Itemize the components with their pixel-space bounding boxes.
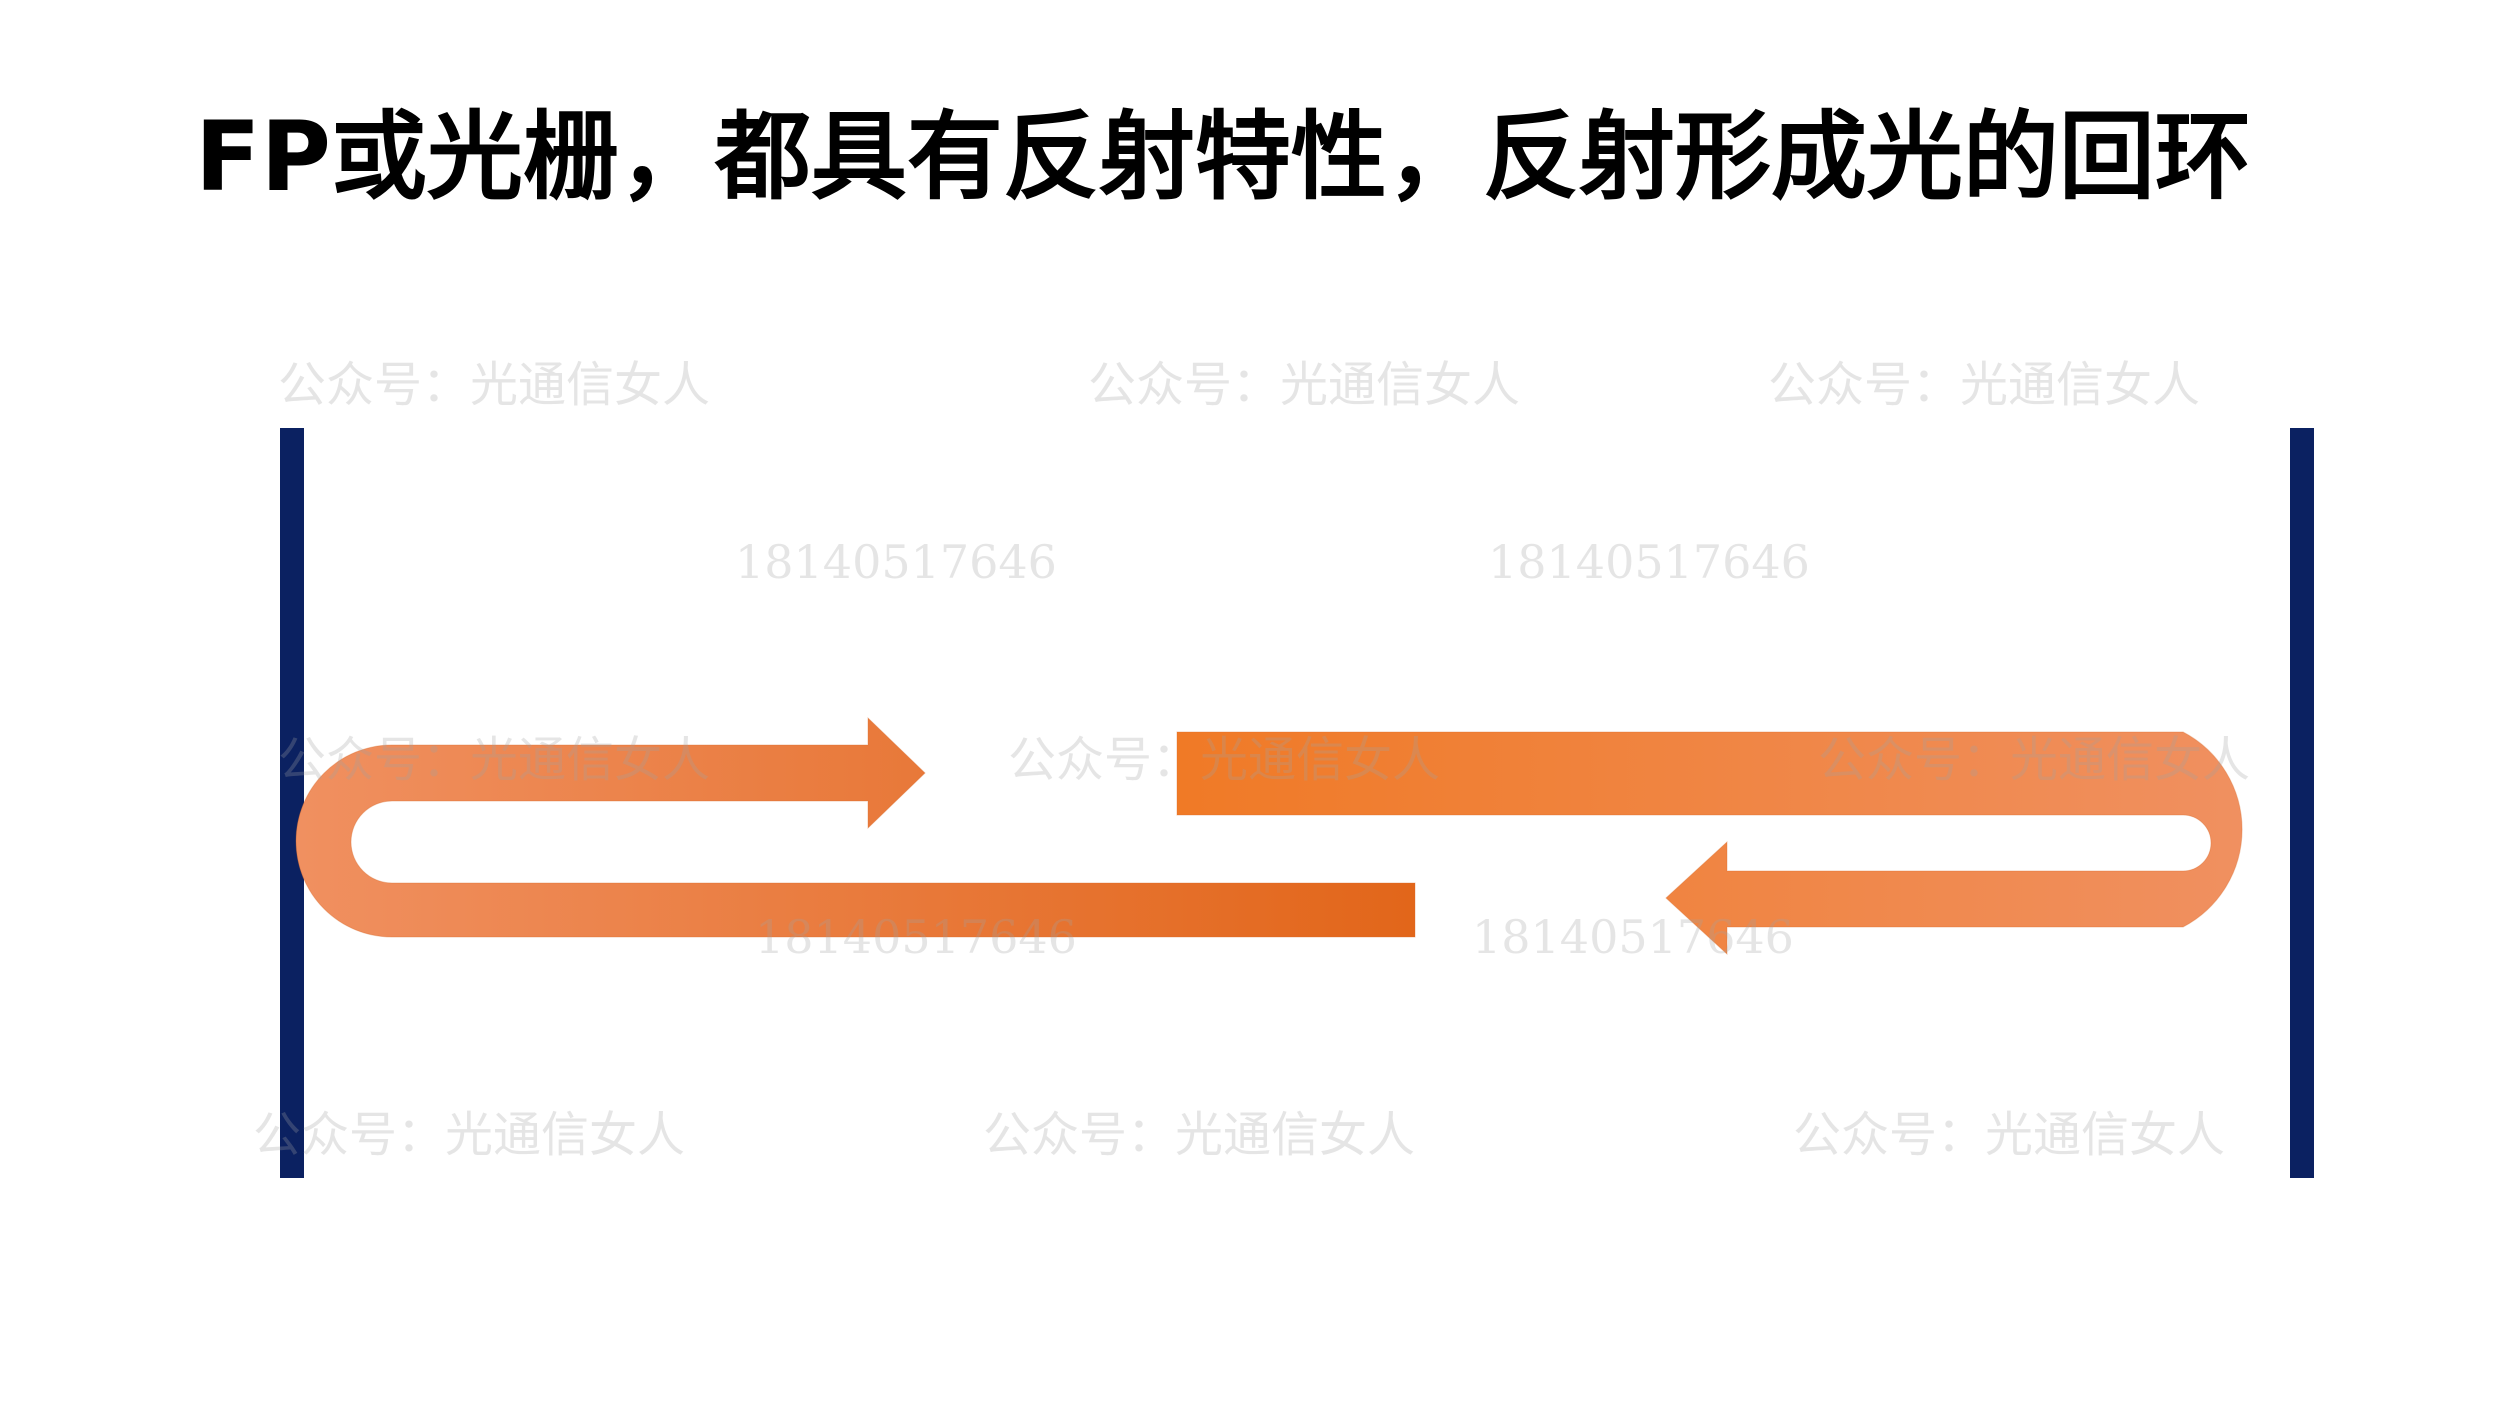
right-mirror [2290, 428, 2314, 1178]
right-loop-arrow [1176, 731, 2243, 956]
left-mirror [280, 428, 304, 1178]
left-loop-arrow [295, 716, 1416, 938]
page-title: FP或光栅，都具有反射特性，反射形成光的回环 [195, 101, 2251, 213]
